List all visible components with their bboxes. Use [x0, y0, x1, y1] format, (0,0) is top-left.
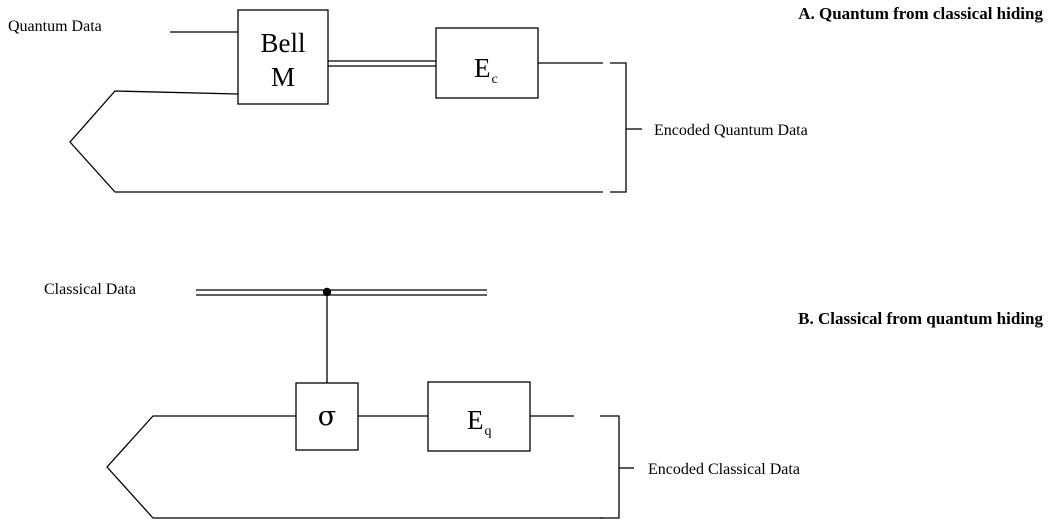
quantum-encoder-box — [427, 381, 531, 452]
quantum-encoder-main: E — [467, 405, 484, 435]
classical-encoder-label: Ec — [474, 53, 498, 87]
entangled-pair-wire — [69, 90, 603, 193]
sigma-operator-box — [295, 382, 359, 451]
panel-a-output-bracket — [610, 62, 627, 193]
encoded-quantum-data-label: Encoded Quantum Data — [654, 122, 808, 139]
panel-b: B. Classical from quantum hiding Classic… — [44, 281, 1043, 519]
classical-data-label: Classical Data — [44, 281, 136, 298]
classical-encoder-box — [435, 27, 539, 99]
panel-b-title: B. Classical from quantum hiding — [798, 309, 1043, 328]
bell-measurement-label-bottom: M — [271, 62, 295, 92]
bell-measurement-box — [237, 9, 329, 105]
classical-encoder-subscript: c — [492, 72, 498, 87]
quantum-pair-wire — [106, 415, 603, 519]
quantum-encoder-label: Eq — [467, 405, 492, 439]
sigma-operator-label: σ — [318, 401, 336, 432]
panel-a: A. Quantum from classical hiding Quantum… — [8, 4, 1043, 193]
encoded-classical-data-label: Encoded Classical Data — [648, 461, 800, 478]
panel-a-title: A. Quantum from classical hiding — [798, 4, 1043, 23]
classical-encoder-main: E — [474, 53, 491, 83]
quantum-encoder-subscript: q — [485, 424, 492, 439]
quantum-data-label: Quantum Data — [8, 18, 102, 35]
bell-measurement-label-top: Bell — [261, 28, 306, 58]
panel-b-output-bracket — [600, 415, 620, 519]
